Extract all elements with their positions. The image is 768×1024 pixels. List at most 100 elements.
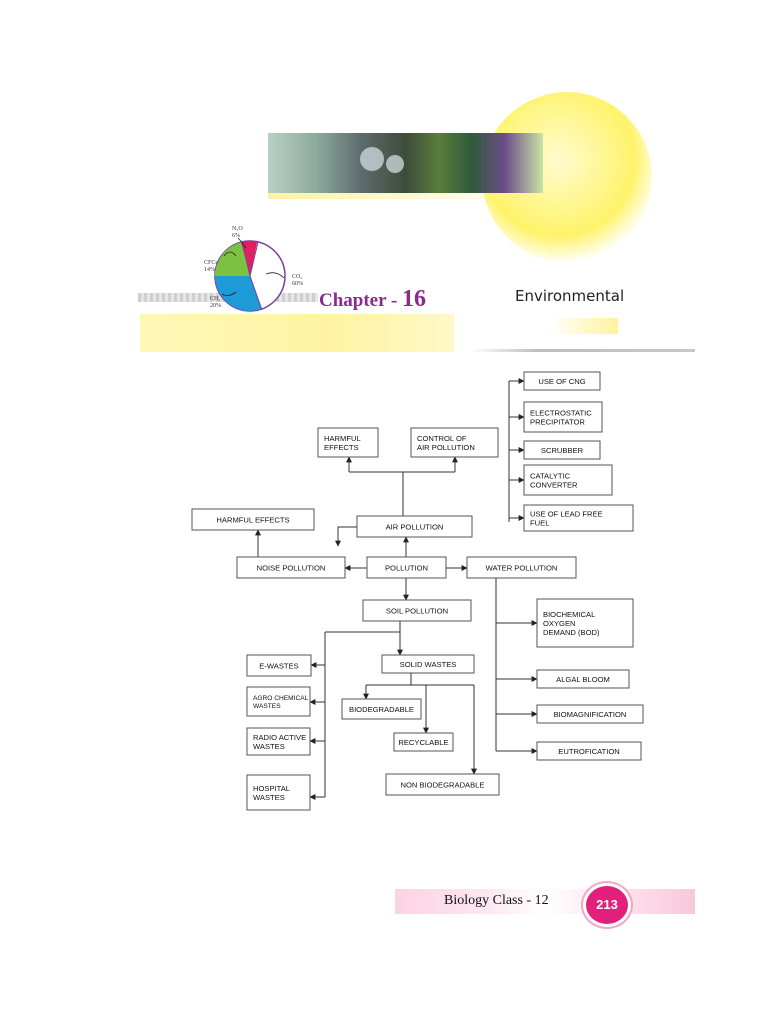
node-label: HARMFUL EFFECTS bbox=[216, 516, 289, 525]
node-box bbox=[466, 556, 577, 579]
node-box bbox=[236, 556, 346, 579]
node-air-pollution: AIR POLLUTION bbox=[356, 515, 473, 538]
node-label: WATER POLLUTION bbox=[486, 564, 558, 573]
node-label: USE OF CNG bbox=[538, 377, 585, 386]
node-use-of-cng: USE OF CNG bbox=[523, 371, 601, 391]
node-label: SOIL POLLUTION bbox=[386, 607, 448, 616]
node-recyclable: RECYCLABLE bbox=[393, 732, 454, 752]
node-box bbox=[523, 440, 601, 460]
node-box bbox=[536, 669, 630, 689]
node-box bbox=[356, 515, 473, 538]
node-biodegradable: BIODEGRADABLE bbox=[341, 698, 422, 720]
header-yellow-band bbox=[140, 314, 454, 352]
header-yellow-band-right bbox=[548, 318, 618, 334]
node-eutrofication: EUTROFICATION bbox=[536, 741, 642, 761]
node-label: EUTROFICATION bbox=[558, 747, 619, 756]
node-label: AIR POLLUTION bbox=[386, 523, 444, 532]
node-box bbox=[191, 508, 315, 531]
node-box bbox=[246, 654, 312, 677]
flowchart-connectors bbox=[255, 378, 538, 800]
chapter-number: 16 bbox=[402, 286, 427, 312]
book-label: Biology Class - 12 bbox=[444, 893, 549, 908]
node-box bbox=[536, 598, 634, 648]
chapter-prefix: Chapter - bbox=[319, 290, 403, 311]
node-label: POLLUTION bbox=[385, 564, 428, 573]
node-box bbox=[393, 732, 454, 752]
node-box bbox=[523, 401, 603, 433]
node-label: SCRUBBER bbox=[541, 446, 584, 455]
node-box bbox=[381, 654, 475, 674]
node-label: ALGAL BLOOM bbox=[556, 675, 610, 684]
node-e-wastes: E-WASTES bbox=[246, 654, 312, 677]
node-box bbox=[317, 427, 379, 458]
node-label: BIOMAGNIFICATION bbox=[554, 710, 627, 719]
node-box bbox=[341, 698, 422, 720]
node-box bbox=[410, 427, 499, 458]
node-label: E-WASTES bbox=[259, 662, 298, 671]
node-label: NOISE POLLUTION bbox=[257, 564, 326, 573]
chapter-title: Environmental bbox=[515, 287, 625, 305]
footer-band bbox=[395, 889, 695, 914]
node-box bbox=[246, 727, 311, 756]
node-label: BIODEGRADABLE bbox=[349, 705, 414, 714]
node-box bbox=[366, 556, 447, 579]
node-box bbox=[246, 774, 311, 811]
chapter-label: Chapter - 16 bbox=[319, 286, 426, 313]
connector-arrow bbox=[335, 526, 357, 547]
node-label: SOLID WASTES bbox=[400, 660, 457, 669]
pie-slice-n2o bbox=[240, 240, 258, 276]
header-rule bbox=[470, 349, 695, 352]
microscope-lens-graphic bbox=[360, 147, 384, 171]
node-biomagnification: BIOMAGNIFICATION bbox=[536, 704, 644, 724]
node-water-pollution: WATER POLLUTION bbox=[466, 556, 577, 579]
node-box bbox=[536, 704, 644, 724]
node-solid-wastes: SOLID WASTES bbox=[381, 654, 475, 674]
node-soil-pollution: SOIL POLLUTION bbox=[362, 599, 472, 622]
node-box bbox=[536, 741, 642, 761]
node-box bbox=[523, 464, 613, 496]
node-box bbox=[246, 686, 311, 717]
node-box bbox=[523, 371, 601, 391]
node-algal-bloom: ALGAL BLOOM bbox=[536, 669, 630, 689]
node-box bbox=[362, 599, 472, 622]
node-box bbox=[385, 773, 500, 796]
pie-slice-ch4 bbox=[215, 276, 262, 312]
header-photo-strip bbox=[268, 133, 543, 199]
node-non-biodegradable: NON BIODEGRADABLE bbox=[385, 773, 500, 796]
node-noise-pollution: NOISE POLLUTION bbox=[236, 556, 346, 579]
node-label: RECYCLABLE bbox=[398, 738, 448, 747]
page-number-badge: 213 bbox=[583, 883, 631, 927]
node-pollution: POLLUTION bbox=[366, 556, 447, 579]
node-scrubber: SCRUBBER bbox=[523, 440, 601, 460]
pie-slice-cfcs bbox=[215, 242, 250, 276]
node-label: NON BIODEGRADABLE bbox=[401, 781, 485, 790]
microscope-lens-graphic bbox=[386, 155, 404, 173]
node-harmful-effects-noise: HARMFUL EFFECTS bbox=[191, 508, 315, 531]
